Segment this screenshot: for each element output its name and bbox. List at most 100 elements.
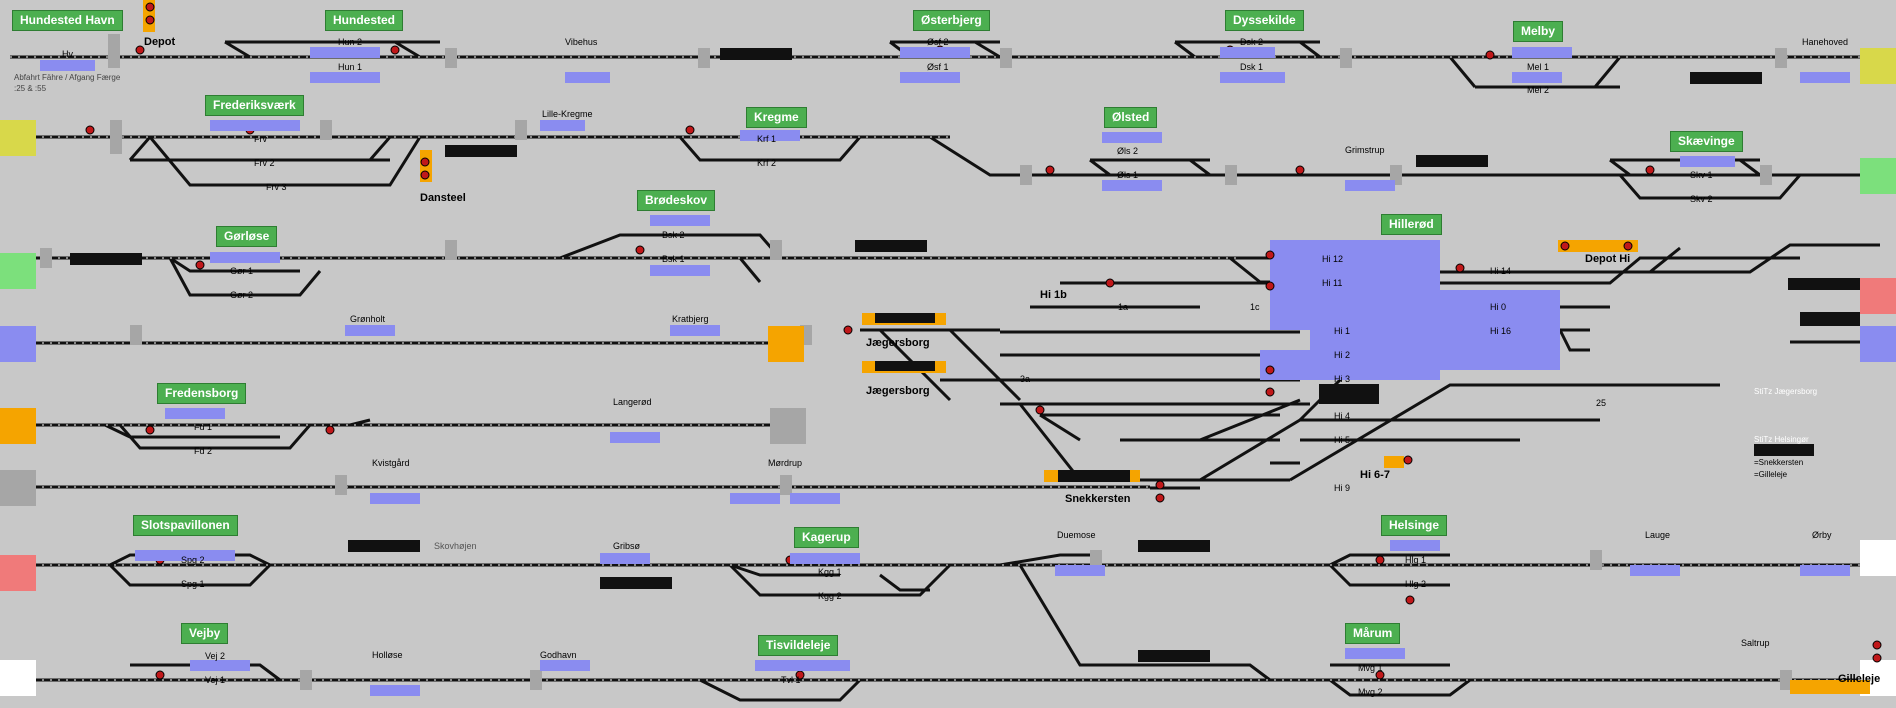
ferry-note-title: Abfahrt Fähre / Afgang Færge [14, 73, 121, 82]
track-label: Fd 1 [194, 422, 213, 432]
platform [1512, 47, 1572, 58]
stop-label[interactable]: Lauge [1645, 530, 1671, 540]
platform [190, 660, 250, 671]
depot-label[interactable]: Jægersborg [866, 337, 930, 349]
track-label: Hi 0 [1490, 302, 1507, 312]
track-label: Gør 2 [230, 290, 254, 300]
platform [755, 660, 850, 671]
station-label[interactable]: Dyssekilde [1225, 10, 1304, 31]
track-label: Frv 2 [254, 158, 275, 168]
platform [1220, 72, 1285, 83]
station-label[interactable]: Vejby [181, 623, 229, 644]
station-label[interactable]: Gørløse [216, 226, 278, 247]
track-label: Hi 1 [1334, 326, 1351, 336]
station-label[interactable]: Hundested [325, 10, 404, 31]
platform [1345, 648, 1405, 659]
stop-label[interactable]: Kratbjerg [672, 314, 709, 324]
platform [1102, 180, 1162, 191]
station-label[interactable]: Hillerød [1381, 214, 1442, 235]
track-label: Vej 2 [205, 651, 226, 661]
platform [370, 685, 420, 696]
depot-label[interactable]: Hi 1b [1040, 289, 1067, 301]
track-label: Hi 5 [1334, 435, 1351, 445]
depot-label[interactable]: Jægersborg [866, 385, 930, 397]
platform [310, 47, 380, 58]
track-label: Krf 2 [757, 158, 777, 168]
stop-label[interactable]: Duemose [1057, 530, 1096, 540]
platform [310, 72, 380, 83]
platform [135, 550, 235, 561]
station-label[interactable]: Kregme [746, 107, 807, 128]
station-label[interactable]: Melby [1513, 21, 1564, 42]
platform [210, 252, 280, 263]
stop-label[interactable]: Godhavn [540, 650, 577, 660]
track-label: Fd 2 [194, 446, 213, 456]
station-label[interactable]: Slotspavillonen [133, 515, 238, 536]
platform [670, 325, 720, 336]
track-label: Hun 2 [338, 37, 363, 47]
track-label: Dsk 1 [1240, 62, 1264, 72]
station-label[interactable]: Skævinge [1670, 131, 1743, 152]
platform [210, 120, 300, 131]
station-label[interactable]: Østerbjerg [913, 10, 990, 31]
stritz-helsingor-note: StiTz Helsingør [1754, 435, 1809, 444]
track-label: Øsf 1 [927, 62, 949, 72]
station-label[interactable]: Helsinge [1381, 515, 1448, 536]
depot-label[interactable]: Dansteel [420, 192, 466, 204]
track-label: Skv 2 [1690, 194, 1713, 204]
track-label: Hlg 2 [1405, 579, 1427, 589]
platform [740, 130, 800, 141]
stop-label[interactable]: Mørdrup [768, 458, 803, 468]
track-label: 1a [1118, 302, 1129, 312]
track-label: Dsk 2 [1240, 37, 1264, 47]
track-label: Krf 1 [757, 134, 777, 144]
track-label: Tvl 1 [781, 675, 801, 685]
platform [1512, 72, 1562, 83]
depot-label[interactable]: Snekkersten [1065, 493, 1131, 505]
track-label: Bsk 2 [662, 230, 685, 240]
depot-label[interactable]: Hi 6-7 [1360, 469, 1390, 481]
stop-label[interactable]: Lille-Kregme [542, 109, 593, 119]
track-label: Hi 12 [1322, 254, 1344, 264]
stop-label[interactable]: Ørby [1812, 530, 1832, 540]
depot-label[interactable]: Depot [144, 36, 176, 48]
depot-label[interactable]: Depot Hi [1585, 253, 1631, 265]
stop-label[interactable]: Langerød [613, 397, 652, 407]
station-label[interactable]: Tisvildeleje [758, 635, 839, 656]
stop-label[interactable]: Saltrup [1741, 638, 1770, 648]
stop-label[interactable]: Hanehoved [1802, 37, 1849, 47]
station-label[interactable]: Frederiksværk [205, 95, 304, 116]
platform [900, 72, 960, 83]
stop-label[interactable]: Kvistgård [372, 458, 410, 468]
track-label: 1c [1250, 302, 1260, 312]
stop-label[interactable]: Grimstrup [1345, 145, 1385, 155]
track-label: Hi 11 [1322, 278, 1343, 288]
depot-label[interactable]: Gilleleje [1838, 673, 1881, 685]
station-label[interactable]: Fredensborg [157, 383, 247, 404]
track-label: Hun 1 [338, 62, 363, 72]
platform [650, 265, 710, 276]
stop-label[interactable]: Gribsø [613, 541, 640, 551]
station-label[interactable]: Hundested Havn [12, 10, 123, 31]
track-label: 3a [1020, 374, 1031, 384]
platform [1102, 132, 1162, 143]
stop-label[interactable]: Holløse [372, 650, 403, 660]
stop-label[interactable]: Vibehus [565, 37, 598, 47]
stop-label[interactable]: Skovhøjen [434, 541, 477, 551]
track-label: Hv [62, 49, 73, 59]
station-label[interactable]: Mårum [1345, 623, 1401, 644]
platform [370, 493, 420, 504]
platform [610, 432, 660, 443]
track-label: 25 [1596, 398, 1607, 408]
platform [540, 120, 585, 131]
station-label[interactable]: Kagerup [794, 527, 859, 548]
track-label: Hi 3 [1334, 374, 1351, 384]
track-label: Spg 1 [181, 579, 205, 589]
platform [1800, 565, 1850, 576]
platform [540, 660, 590, 671]
station-label[interactable]: Brødeskov [637, 190, 716, 211]
station-label[interactable]: Ølsted [1104, 107, 1158, 128]
track-label: Frv [254, 134, 267, 144]
stop-label[interactable]: Grønholt [350, 314, 386, 324]
platform [165, 408, 225, 419]
